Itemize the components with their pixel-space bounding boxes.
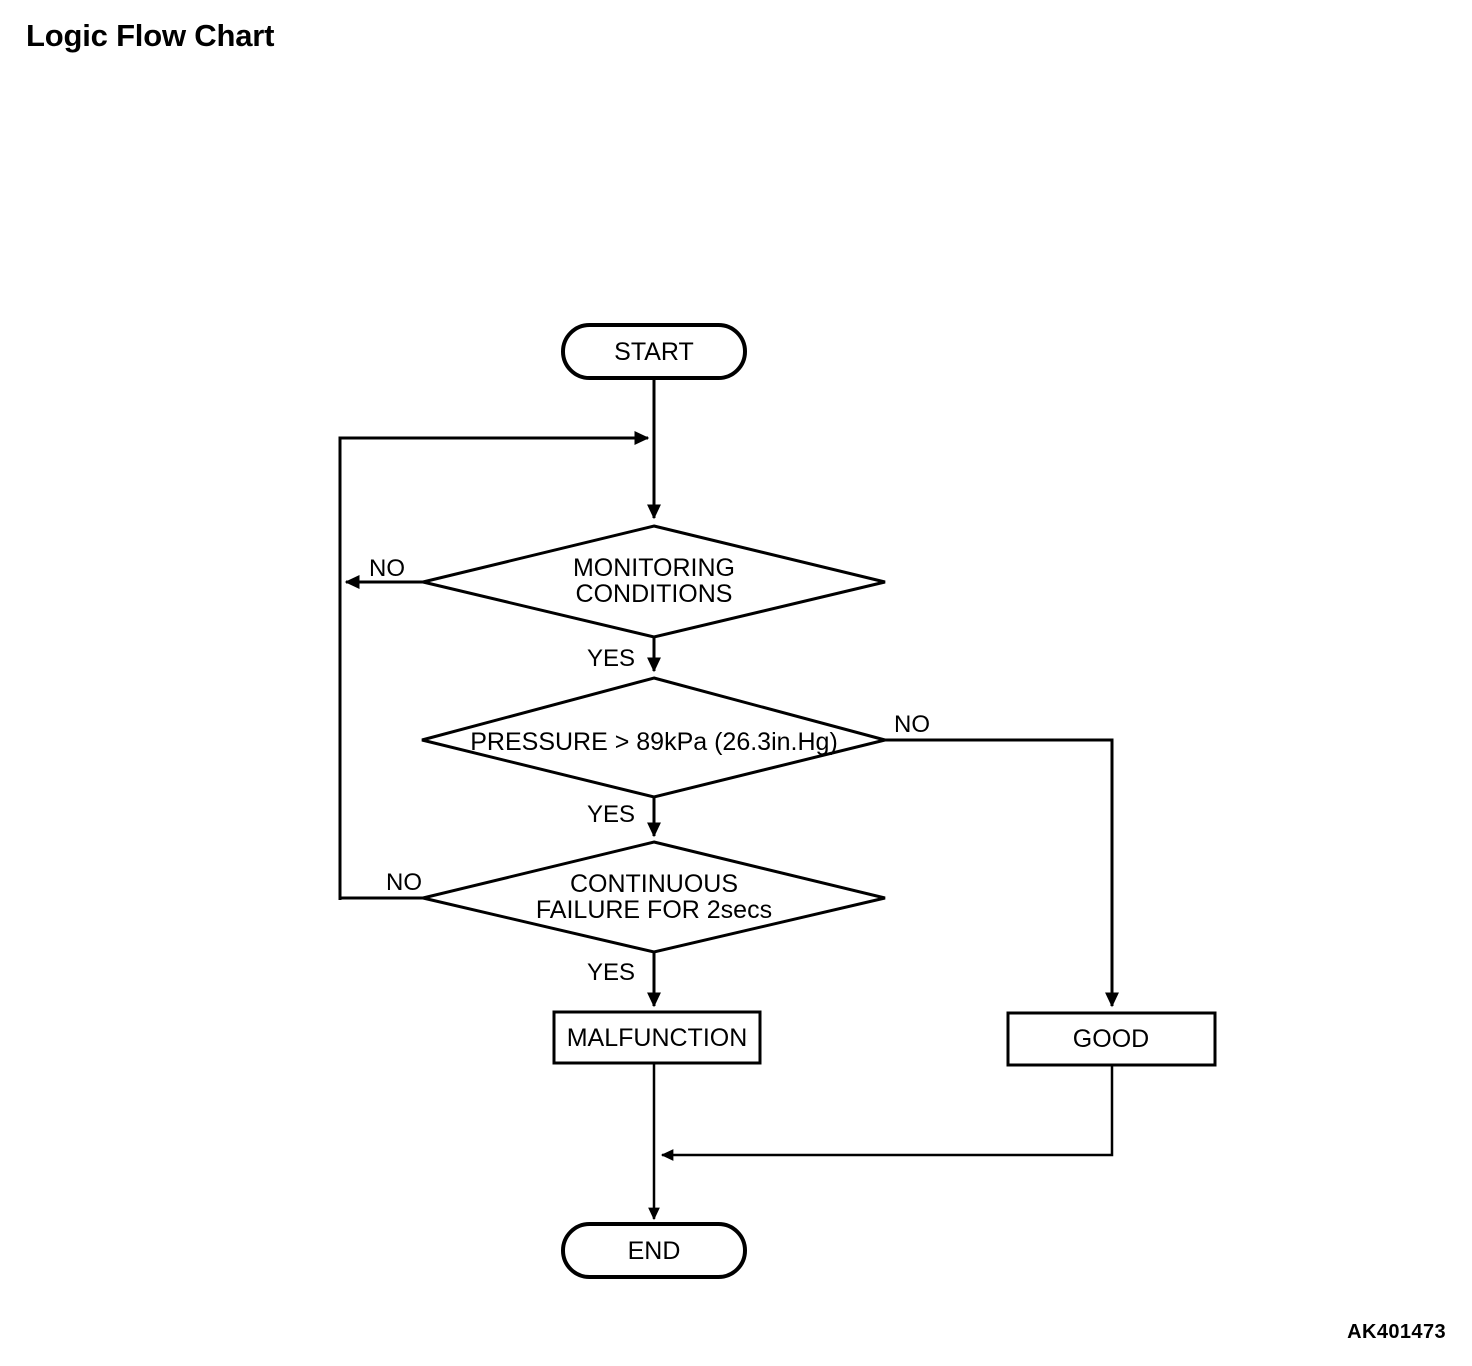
branch-label-pressure-yes: YES (587, 801, 635, 828)
node-good[interactable]: GOOD (1006, 1011, 1217, 1067)
monitoring-conditions-shape (422, 524, 886, 639)
end-shape (561, 1222, 747, 1279)
end-label: END (628, 1237, 681, 1265)
pressure-check-label: PRESSURE > 89kPa (26.3in.Hg) (470, 728, 838, 756)
edge-pressure-no (885, 738, 1120, 1008)
node-pressure-check[interactable]: PRESSURE > 89kPa (26.3in.Hg) (421, 676, 886, 799)
start-shape (561, 323, 747, 380)
node-end[interactable]: END (561, 1222, 747, 1279)
node-start[interactable]: START (561, 323, 747, 380)
continuous-failure-label-line2: FAILURE FOR 2secs (536, 896, 772, 924)
branch-label-monitoring-no: NO (369, 555, 405, 582)
start-label: START (614, 338, 694, 366)
edge-good-to-end (660, 1065, 1114, 1161)
branch-label-pressure-no: NO (894, 711, 930, 738)
node-monitoring-conditions[interactable]: MONITORING CONDITIONS (422, 524, 886, 639)
good-label: GOOD (1073, 1025, 1149, 1053)
node-continuous-failure[interactable]: CONTINUOUS FAILURE FOR 2secs (422, 840, 886, 954)
node-malfunction[interactable]: MALFUNCTION (552, 1010, 762, 1065)
edge-loopback-spine (338, 430, 650, 900)
figure-code: AK401473 (1347, 1321, 1446, 1343)
continuous-failure-label-line1: CONTINUOUS (570, 870, 738, 898)
continuous-failure-shape (422, 840, 886, 954)
page-title: Logic Flow Chart (26, 18, 275, 53)
malfunction-shape (552, 1010, 762, 1065)
malfunction-label: MALFUNCTION (567, 1024, 748, 1052)
monitoring-conditions-label-line2: CONDITIONS (576, 580, 733, 608)
good-shape (1006, 1011, 1217, 1067)
branch-label-continuous-yes: YES (587, 959, 635, 986)
monitoring-conditions-label-line1: MONITORING (573, 554, 735, 582)
pressure-check-shape (421, 676, 886, 799)
branch-label-continuous-no: NO (386, 869, 422, 896)
branch-label-monitoring-yes: YES (587, 645, 635, 672)
